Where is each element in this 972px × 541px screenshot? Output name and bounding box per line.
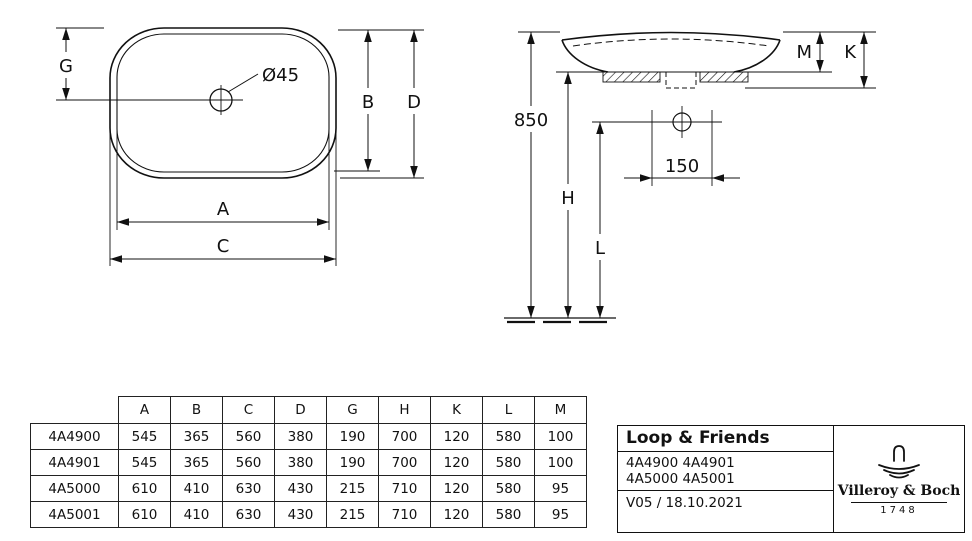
dim-value: 95 [534, 501, 587, 528]
dimension-labels: G Ø45 B D A C 850 H L M K 150 [52, 42, 857, 260]
countertop-hatch-right [699, 71, 749, 83]
dim-value: 380 [274, 449, 327, 476]
version-date: V05 / 18.10.2021 [618, 490, 833, 515]
villeroy-boch-logo-icon [878, 444, 920, 478]
dim-label-850: 850 [514, 110, 548, 131]
table-header-row: A B C D G H K L M [30, 396, 587, 424]
col-header-l: L [482, 396, 535, 424]
dim-label-m: M [796, 42, 812, 63]
dim-value: 545 [118, 423, 171, 450]
dim-value: 95 [534, 475, 587, 502]
dim-value: 430 [274, 475, 327, 502]
dim-value: 365 [170, 449, 223, 476]
dim-value: 215 [326, 501, 379, 528]
dim-value: 700 [378, 423, 431, 450]
bowl-rim [561, 31, 781, 41]
basin-inner-outline [116, 33, 330, 173]
dim-value: 545 [118, 449, 171, 476]
dim-value: 710 [378, 501, 431, 528]
basin-outer-outline [109, 27, 337, 179]
dim-value: 410 [170, 501, 223, 528]
dim-label-k: K [844, 42, 857, 63]
dim-value: 560 [222, 423, 275, 450]
side-view [504, 31, 876, 324]
dim-value: 580 [482, 475, 535, 502]
dim-value: 710 [378, 475, 431, 502]
dim-value: 580 [482, 501, 535, 528]
col-header-h: H [378, 396, 431, 424]
brand-divider [851, 501, 947, 503]
top-view [56, 27, 424, 266]
bowl-inner-rim-hidden [572, 38, 770, 47]
dim-label-d: D [407, 92, 421, 113]
dim-value: 630 [222, 501, 275, 528]
dim-value: 700 [378, 449, 431, 476]
table-corner [30, 396, 119, 424]
dim-label-a: A [217, 199, 230, 220]
dim-value: 120 [430, 475, 483, 502]
dim-value: 560 [222, 449, 275, 476]
dim-value: 580 [482, 423, 535, 450]
technical-drawing: G Ø45 B D A C 850 H L M K 150 [52, 27, 876, 324]
dimension-table: A B C D G H K L M 4A4900 545 365 560 380… [30, 396, 587, 528]
dim-value: 580 [482, 449, 535, 476]
brand-panel: Villeroy & Boch 1748 [834, 426, 964, 532]
dim-value: 120 [430, 423, 483, 450]
hole-leader-line [227, 73, 259, 93]
col-header-b: B [170, 396, 223, 424]
model-numbers-line2: 4A5000 4A5001 [626, 471, 735, 488]
dim-label-b: B [362, 92, 374, 113]
dim-value: 430 [274, 501, 327, 528]
dim-value: 120 [430, 501, 483, 528]
model-numbers-line1: 4A4900 4A4901 [626, 455, 735, 471]
col-header-c: C [222, 396, 275, 424]
dim-label-150: 150 [665, 156, 699, 177]
brand-name: Villeroy & Boch [837, 482, 961, 499]
col-header-d: D [274, 396, 327, 424]
col-header-g: G [326, 396, 379, 424]
title-block: Loop & Friends 4A4900 4A4901 4A5000 4A50… [617, 425, 965, 533]
model-cell: 4A5000 [30, 475, 119, 502]
table-row: 4A5000 610 410 630 430 215 710 120 580 9… [30, 475, 587, 502]
dim-label-l: L [595, 238, 605, 259]
dim-value: 190 [326, 423, 379, 450]
dim-value: 410 [170, 475, 223, 502]
model-cell: 4A4901 [30, 449, 119, 476]
bowl-left-side [561, 39, 609, 73]
table-row: 4A4900 545 365 560 380 190 700 120 580 1… [30, 423, 587, 450]
dim-value: 190 [326, 449, 379, 476]
dim-value: 610 [118, 501, 171, 528]
bowl-right-side [733, 39, 781, 73]
dim-value: 100 [534, 423, 587, 450]
brand-year: 1748 [880, 504, 918, 516]
col-header-k: K [430, 396, 483, 424]
dim-label-h: H [561, 188, 575, 209]
dim-label-g: G [59, 56, 73, 77]
product-name: Loop & Friends [618, 426, 833, 452]
col-header-a: A [118, 396, 171, 424]
countertop-hatch-left [602, 71, 661, 83]
dim-value: 365 [170, 423, 223, 450]
dim-value: 610 [118, 475, 171, 502]
col-header-m: M [534, 396, 587, 424]
model-numbers: 4A4900 4A4901 4A5000 4A5001 [618, 452, 833, 490]
model-cell: 4A4900 [30, 423, 119, 450]
dim-value: 380 [274, 423, 327, 450]
dim-value: 215 [326, 475, 379, 502]
dim-value: 120 [430, 449, 483, 476]
table-row: 4A5001 610 410 630 430 215 710 120 580 9… [30, 501, 587, 528]
dim-value: 630 [222, 475, 275, 502]
model-cell: 4A5001 [30, 501, 119, 528]
dim-label-hole-diameter: Ø45 [262, 65, 299, 86]
table-row: 4A4901 545 365 560 380 190 700 120 580 1… [30, 449, 587, 476]
dim-value: 100 [534, 449, 587, 476]
title-block-info: Loop & Friends 4A4900 4A4901 4A5000 4A50… [618, 426, 834, 532]
dim-label-c: C [217, 236, 230, 257]
